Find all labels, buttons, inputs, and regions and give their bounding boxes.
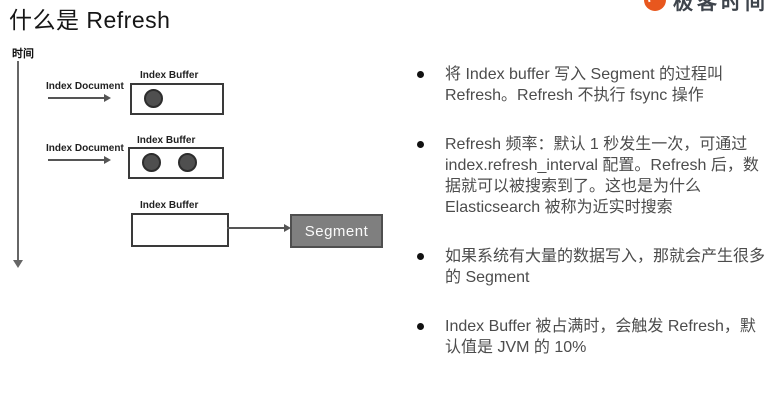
index-document-label: Index Document — [46, 143, 124, 154]
segment-box: Segment — [290, 214, 383, 248]
time-axis-line — [17, 61, 19, 261]
document-dot-icon — [142, 153, 161, 172]
bullet-dot-icon — [417, 71, 424, 78]
brand-logo-text: 极客时间 — [673, 0, 769, 14]
time-axis-arrowhead-icon — [13, 260, 23, 268]
bullet-text: Index Buffer 被占满时，会触发 Refresh，默认值是 JVM 的… — [445, 318, 756, 356]
brand-logo: 极客时间 — [644, 0, 769, 14]
bullet-text: 将 Index buffer 写入 Segment 的过程叫 Refresh。R… — [445, 66, 724, 104]
arrowhead-icon — [284, 224, 291, 232]
index-document-arrow — [48, 159, 104, 161]
bullet-text: 如果系统有大量的数据写入，那就会产生很多的 Segment — [445, 248, 766, 286]
document-dot-icon — [144, 89, 163, 108]
index-document-arrow — [48, 97, 104, 99]
document-dot-icon — [178, 153, 197, 172]
bullet-item: Index Buffer 被占满时，会触发 Refresh，默认值是 JVM 的… — [414, 316, 766, 358]
index-buffer-label: Index Buffer — [140, 200, 199, 211]
bullet-dot-icon — [417, 323, 424, 330]
arrowhead-icon — [104, 94, 111, 102]
bullet-item: Refresh 频率：默认 1 秒发生一次，可通过 index.refresh_… — [414, 134, 766, 218]
bullet-item: 如果系统有大量的数据写入，那就会产生很多的 Segment — [414, 246, 766, 288]
bullet-text: Refresh 频率：默认 1 秒发生一次，可通过 index.refresh_… — [445, 136, 759, 216]
index-buffer-label: Index Buffer — [137, 135, 196, 146]
bullet-dot-icon — [417, 141, 424, 148]
index-document-label: Index Document — [46, 81, 124, 92]
bullet-dot-icon — [417, 253, 424, 260]
index-buffer-box — [128, 147, 224, 179]
refresh-arrow — [227, 227, 284, 229]
index-buffer-box — [130, 83, 224, 115]
time-axis-label: 时间 — [12, 48, 34, 60]
page-title: 什么是 Refresh — [9, 7, 171, 33]
index-buffer-label: Index Buffer — [140, 70, 199, 81]
arrowhead-icon — [104, 156, 111, 164]
bullet-list: 将 Index buffer 写入 Segment 的过程叫 Refresh。R… — [414, 64, 766, 386]
geektime-logo-icon — [644, 0, 666, 11]
bullet-item: 将 Index buffer 写入 Segment 的过程叫 Refresh。R… — [414, 64, 766, 106]
index-buffer-box-empty — [131, 213, 229, 247]
